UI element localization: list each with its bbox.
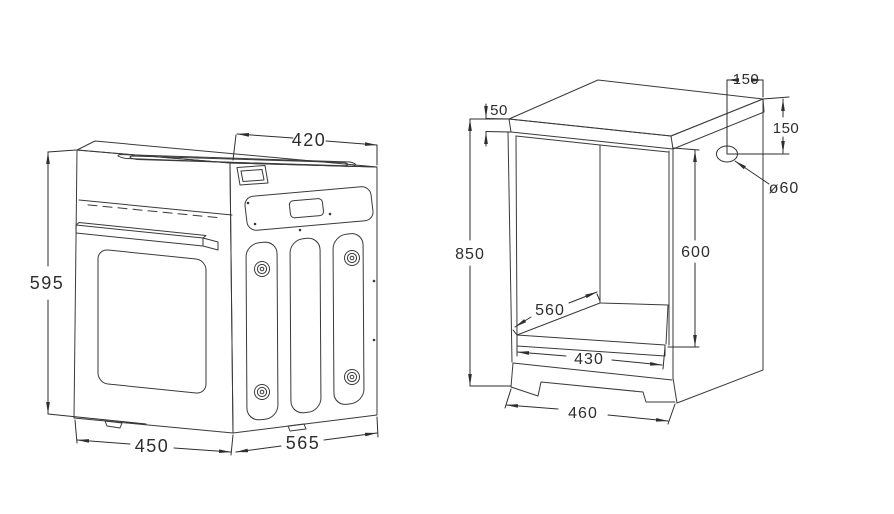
oven-view xyxy=(73,140,378,434)
cabinet-left-front-edge xyxy=(507,131,513,363)
dim-oven-front-width xyxy=(74,419,234,456)
hole-leader-line xyxy=(734,160,770,185)
dim-cabinet-niche-depth xyxy=(512,291,601,336)
dim-label-cabinet-niche-width: 430 xyxy=(574,351,604,368)
dim-oven-height xyxy=(46,149,147,425)
dimension-lines xyxy=(46,78,790,456)
dim-label-cabinet-height: 850 xyxy=(455,246,485,263)
dim-label-cabinet-niche-height: 600 xyxy=(681,244,711,261)
mounting-hole xyxy=(716,145,770,185)
dim-cabinet-plinth-width xyxy=(504,388,676,425)
oven-handle-bracket xyxy=(202,237,219,251)
dim-label-cabinet-top-overhang: 50 xyxy=(490,102,508,119)
oven-door-window xyxy=(97,249,207,394)
oven-side-rib-1 xyxy=(245,241,279,421)
cabinet-back-wall xyxy=(599,144,669,345)
oven-side-face xyxy=(229,162,378,434)
oven-top-box-inner xyxy=(240,169,265,182)
cabinet-view xyxy=(507,79,765,404)
oven-top-box xyxy=(236,165,269,186)
screw-spiral xyxy=(344,369,360,385)
dim-label-oven-height: 595 xyxy=(30,273,65,293)
dim-label-oven-side-depth: 565 xyxy=(286,433,321,453)
cabinet-inner-left-top-edge xyxy=(515,135,601,146)
dim-label-cabinet-plinth-width: 460 xyxy=(568,405,598,422)
cabinet-right-bottom-edge xyxy=(676,369,764,404)
dimension-labels: 420 595 450 565 50 850 560 430 460 600 1… xyxy=(30,71,800,456)
oven-vent-slots xyxy=(87,204,218,218)
dim-oven-top-depth xyxy=(232,133,378,166)
oven-side-display xyxy=(288,198,325,219)
oven-side-rib-3 xyxy=(332,233,365,405)
screw-dots xyxy=(246,201,376,342)
cabinet-shelf-left-edge xyxy=(516,302,601,336)
dim-label-oven-top-depth: 420 xyxy=(292,130,327,150)
dim-oven-side-depth xyxy=(235,416,379,453)
screw-spiral xyxy=(344,250,360,266)
cabinet-plinth xyxy=(510,362,676,403)
cabinet-right-front-edge xyxy=(672,148,678,404)
oven-control-band-line xyxy=(78,199,233,216)
dim-label-hole-offset-horizontal: 150 xyxy=(733,71,760,88)
oven-side-strip xyxy=(244,186,374,231)
oven-foot-side xyxy=(287,423,307,432)
dim-cabinet-niche-height xyxy=(667,147,700,348)
oven-handle-bar xyxy=(75,224,204,247)
cabinet-top-right-band xyxy=(670,98,765,150)
dim-label-hole-diameter: ø60 xyxy=(769,180,800,197)
dim-cabinet-top-overhang xyxy=(484,103,512,147)
screw-spiral xyxy=(254,384,270,400)
oven-side-rib-2 xyxy=(289,237,322,414)
dim-label-hole-offset-vertical: 150 xyxy=(773,120,800,137)
oven-foot-front xyxy=(104,420,123,429)
dim-hole-offset-horizontal xyxy=(726,78,764,155)
dim-cabinet-niche-width xyxy=(516,336,666,370)
screw-spiral xyxy=(254,261,270,277)
cabinet-left-inner-edge xyxy=(515,135,518,336)
oven-handle-top xyxy=(75,222,207,239)
dim-label-cabinet-niche-depth: 560 xyxy=(535,302,565,319)
dim-label-oven-front-width: 450 xyxy=(135,436,170,456)
